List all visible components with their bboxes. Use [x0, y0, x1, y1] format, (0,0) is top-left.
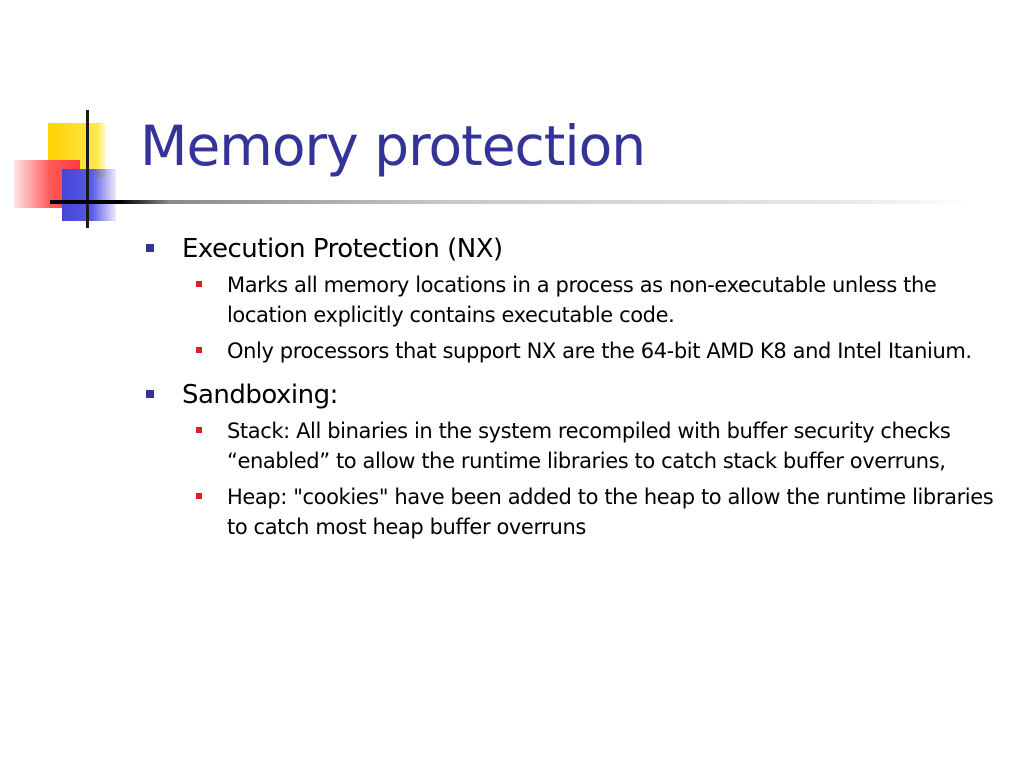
square-bullet-icon: [196, 281, 202, 287]
sub-bullet-text: Marks all memory locations in a process …: [227, 273, 937, 327]
square-bullet-icon: [196, 493, 202, 499]
bullet-text: Execution Protection (NX): [182, 234, 503, 264]
square-bullet-icon: [196, 347, 202, 353]
bullet-item: Sandboxing: Stack: All binaries in the s…: [146, 374, 1006, 542]
title-underline: [50, 200, 970, 204]
logo-blue-square: [62, 169, 116, 221]
sub-bullet-item: Heap: "cookies" have been added to the h…: [196, 482, 1006, 542]
slide-body: Execution Protection (NX) Marks all memo…: [146, 228, 1006, 550]
bullet-text: Sandboxing:: [182, 380, 338, 410]
sub-bullet-list: Marks all memory locations in a process …: [196, 270, 1006, 366]
slide-title: Memory protection: [140, 114, 646, 178]
sub-bullet-item: Marks all memory locations in a process …: [196, 270, 1006, 330]
sub-bullet-text: Only processors that support NX are the …: [227, 339, 972, 363]
square-bullet-icon: [146, 390, 154, 398]
sub-bullet-text: Heap: "cookies" have been added to the h…: [227, 485, 994, 539]
bullet-item: Execution Protection (NX) Marks all memo…: [146, 228, 1006, 366]
sub-bullet-item: Stack: All binaries in the system recomp…: [196, 416, 1006, 476]
logo-vertical-line: [86, 110, 89, 228]
slide-logo-decoration: [0, 0, 160, 240]
sub-bullet-item: Only processors that support NX are the …: [196, 336, 1006, 366]
square-bullet-icon: [196, 427, 202, 433]
sub-bullet-text: Stack: All binaries in the system recomp…: [227, 419, 951, 473]
square-bullet-icon: [146, 244, 154, 252]
sub-bullet-list: Stack: All binaries in the system recomp…: [196, 416, 1006, 542]
